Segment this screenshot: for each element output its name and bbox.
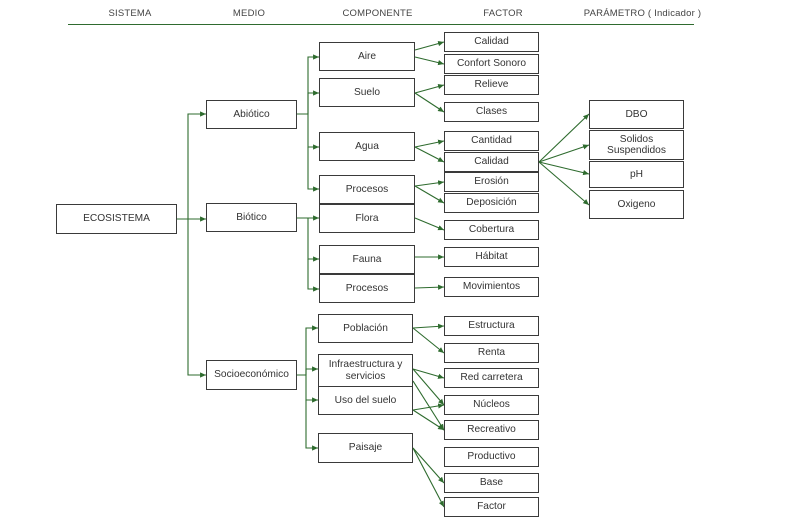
edge-agua-calidad [414,146,445,163]
edge-infra-nucleos [412,368,445,406]
node-clases: Clases [444,102,539,122]
edge-poblacion-renta [412,327,445,354]
header-factor: FACTOR [483,8,523,19]
node-infraestructura: Infraestructura y servicios [318,354,413,387]
header-sistema: SISTEMA [108,8,152,19]
edge-suelo-relieve [414,84,445,94]
header-medio: MEDIO [232,8,266,19]
edge-procesos-erosion [414,180,445,187]
node-erosion: Erosión [444,172,539,192]
node-productivo: Productivo [444,447,539,467]
edge-abiotico-to-aire [297,54,319,115]
node-socioeconomico: Socioeconómico [206,360,297,390]
edge-abiotico-to-procesos [307,147,319,192]
header-componente: COMPONENTE [342,8,413,19]
node-calidad-aire: Calidad [444,32,539,52]
node-ecosistema: ECOSISTEMA [56,204,177,234]
node-cobertura: Cobertura [444,220,539,240]
edge-socio-to-uso [305,375,318,403]
node-solidos-suspendidos: Solidos Suspendidos [589,130,684,160]
edge-calidad-oxigeno [538,161,590,206]
edge-ecosistema-to-socio [187,219,206,378]
node-cantidad: Cantidad [444,131,539,151]
node-red-carretera: Red carretera [444,368,539,388]
node-biotico: Biótico [206,203,297,232]
edge-agua-cantidad [414,139,445,148]
header-parametro: PARÁMETRO ( Indicador ) [583,8,702,19]
node-suelo: Suelo [319,78,415,107]
node-factor: Factor [444,497,539,517]
node-procesos-biotico: Procesos [319,274,415,303]
node-dbo: DBO [589,100,684,129]
edge-poblacion-estructura [412,323,445,330]
node-abiotico: Abiótico [206,100,297,129]
node-uso-del-suelo: Uso del suelo [318,386,413,415]
edge-uso-nucleos [412,403,445,411]
edge-aire-confort [414,56,445,66]
edge-aire-calidad [414,41,445,51]
node-calidad-agua: Calidad [444,152,539,172]
node-recreativo: Recreativo [444,420,539,440]
node-base: Base [444,473,539,493]
edge-socio-to-paisaje [305,400,318,451]
edge-suelo-clases [414,92,445,113]
node-movimientos: Movimientos [444,277,539,297]
node-ph: pH [589,161,684,188]
edge-calidad-dbo [538,113,590,163]
edge-infra-recreativo [412,380,445,431]
edge-biotico-to-procesos2 [307,259,319,292]
edge-calidad-ph [538,161,590,176]
edge-socio-to-infra [305,366,318,375]
node-flora: Flora [319,204,415,233]
edge-ecosistema-to-abiotico [177,111,206,220]
node-habitat: Hábitat [444,247,539,267]
node-poblacion: Población [318,314,413,343]
edge-infra-red [412,368,445,379]
node-relieve: Relieve [444,75,539,95]
edge-uso-recreativo [412,409,445,431]
node-deposicion: Deposición [444,193,539,213]
edge-procesos-deposicion [414,185,445,204]
node-nucleos: Núcleos [444,395,539,415]
edge-paisaje-factor [412,447,445,508]
node-aire: Aire [319,42,415,71]
node-procesos-abiotico: Procesos [319,175,415,204]
node-renta: Renta [444,343,539,363]
node-confort-sonoro: Confort Sonoro [444,54,539,74]
node-paisaje: Paisaje [318,433,413,463]
node-fauna: Fauna [319,245,415,274]
edge-calidad-solidos [538,144,590,163]
edge-abiotico-to-suelo [307,90,319,114]
edge-procesos2-movimientos [414,284,445,290]
edge-paisaje-base [412,447,445,484]
edge-socio-to-poblacion [297,325,318,376]
node-oxigeno: Oxigeno [589,190,684,219]
edge-abiotico-to-agua [307,114,319,150]
header-rule [68,24,694,25]
edge-biotico-to-fauna [307,218,319,262]
edge-flora-cobertura [414,217,445,231]
node-estructura: Estructura [444,316,539,336]
node-agua: Agua [319,132,415,161]
